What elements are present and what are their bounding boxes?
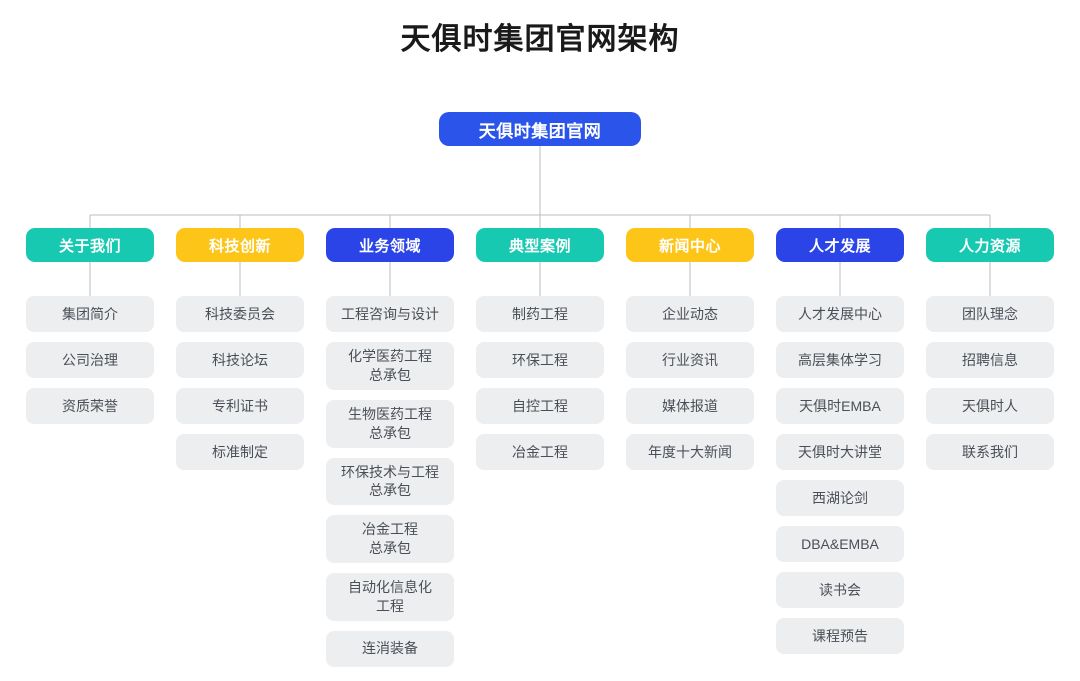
category-header-2[interactable]: 科技创新 — [176, 228, 304, 262]
category-column: 人力资源团队理念招聘信息天俱时人联系我们 — [926, 228, 1054, 677]
nav-item[interactable]: 冶金工程 总承包 — [326, 515, 454, 564]
category-column: 典型案例制药工程环保工程自控工程冶金工程 — [476, 228, 604, 677]
category-header-4[interactable]: 典型案例 — [476, 228, 604, 262]
category-column: 关于我们集团简介公司治理资质荣誉 — [26, 228, 154, 677]
nav-item[interactable]: 环保工程 — [476, 342, 604, 378]
nav-item[interactable]: 科技论坛 — [176, 342, 304, 378]
nav-item[interactable]: 联系我们 — [926, 434, 1054, 470]
nav-item[interactable]: 自控工程 — [476, 388, 604, 424]
nav-item[interactable]: 连消装备 — [326, 630, 454, 667]
category-header-6[interactable]: 人才发展 — [776, 228, 904, 262]
nav-item[interactable]: 集团简介 — [26, 296, 154, 332]
category-column: 人才发展人才发展中心高层集体学习天俱时EMBA 天俱时大讲堂西湖论剑 DBA&EMB… — [776, 228, 904, 677]
category-column: 业务领域工程咨询与设计化学医药工程 总承包生物医药工程 总承包环保技术与工程 总… — [326, 228, 454, 677]
nav-item[interactable]: 行业资讯 — [626, 342, 754, 378]
category-header-3[interactable]: 业务领域 — [326, 228, 454, 262]
category-column: 新闻中心企业动态行业资讯媒体报道年度十大新闻 — [626, 228, 754, 677]
nav-item[interactable]: 自动化信息化 工程 — [326, 573, 454, 621]
nav-item[interactable]: 标准制定 — [176, 434, 304, 470]
nav-item[interactable]: 课程预告 — [776, 618, 904, 654]
category-header-1[interactable]: 关于我们 — [26, 228, 154, 262]
nav-item[interactable]: 制药工程 — [476, 296, 604, 332]
nav-item[interactable]: 天俱时人 — [926, 388, 1054, 424]
nav-item[interactable]: 环保技术与工程 总承包 — [326, 457, 454, 506]
nav-item[interactable]: 科技委员会 — [176, 296, 304, 332]
category-column: 科技创新科技委员会科技论坛专利证书标准制定 — [176, 228, 304, 677]
category-header-5[interactable]: 新闻中心 — [626, 228, 754, 262]
nav-item[interactable]: 专利证书 — [176, 388, 304, 424]
nav-item[interactable]: DBA&EMBA — [776, 526, 904, 562]
nav-item[interactable]: 团队理念 — [926, 296, 1054, 332]
nav-item[interactable]: 工程咨询与设计 — [326, 296, 454, 332]
nav-item[interactable]: 高层集体学习 — [776, 342, 904, 378]
category-header-7[interactable]: 人力资源 — [926, 228, 1054, 262]
nav-item[interactable]: 企业动态 — [626, 296, 754, 332]
nav-item[interactable]: 冶金工程 — [476, 434, 604, 470]
nav-item[interactable]: 读书会 — [776, 572, 904, 608]
page-title: 天俱时集团官网架构 — [400, 23, 680, 56]
root-zone: 天俱时集团官网 — [0, 62, 1080, 146]
nav-item[interactable]: 年度十大新闻 — [626, 434, 754, 470]
nav-item[interactable]: 化学医药工程 总承包 — [326, 342, 454, 390]
nav-item[interactable]: 天俱时大讲堂 — [776, 434, 904, 470]
nav-item[interactable]: 生物医药工程 总承包 — [326, 399, 454, 448]
nav-item[interactable]: 资质荣誉 — [26, 388, 154, 424]
nav-item[interactable]: 媒体报道 — [626, 388, 754, 424]
nav-item[interactable]: 公司治理 — [26, 342, 154, 378]
nav-item[interactable]: 西湖论剑 — [776, 480, 904, 516]
nav-item[interactable]: 人才发展中心 — [776, 296, 904, 332]
nav-item[interactable]: 天俱时EMBA — [776, 388, 904, 424]
nav-item[interactable]: 招聘信息 — [926, 342, 1054, 378]
root-node[interactable]: 天俱时集团官网 — [439, 112, 641, 146]
category-columns: 关于我们集团简介公司治理资质荣誉科技创新科技委员会科技论坛专利证书标准制定业务领… — [0, 228, 1080, 677]
